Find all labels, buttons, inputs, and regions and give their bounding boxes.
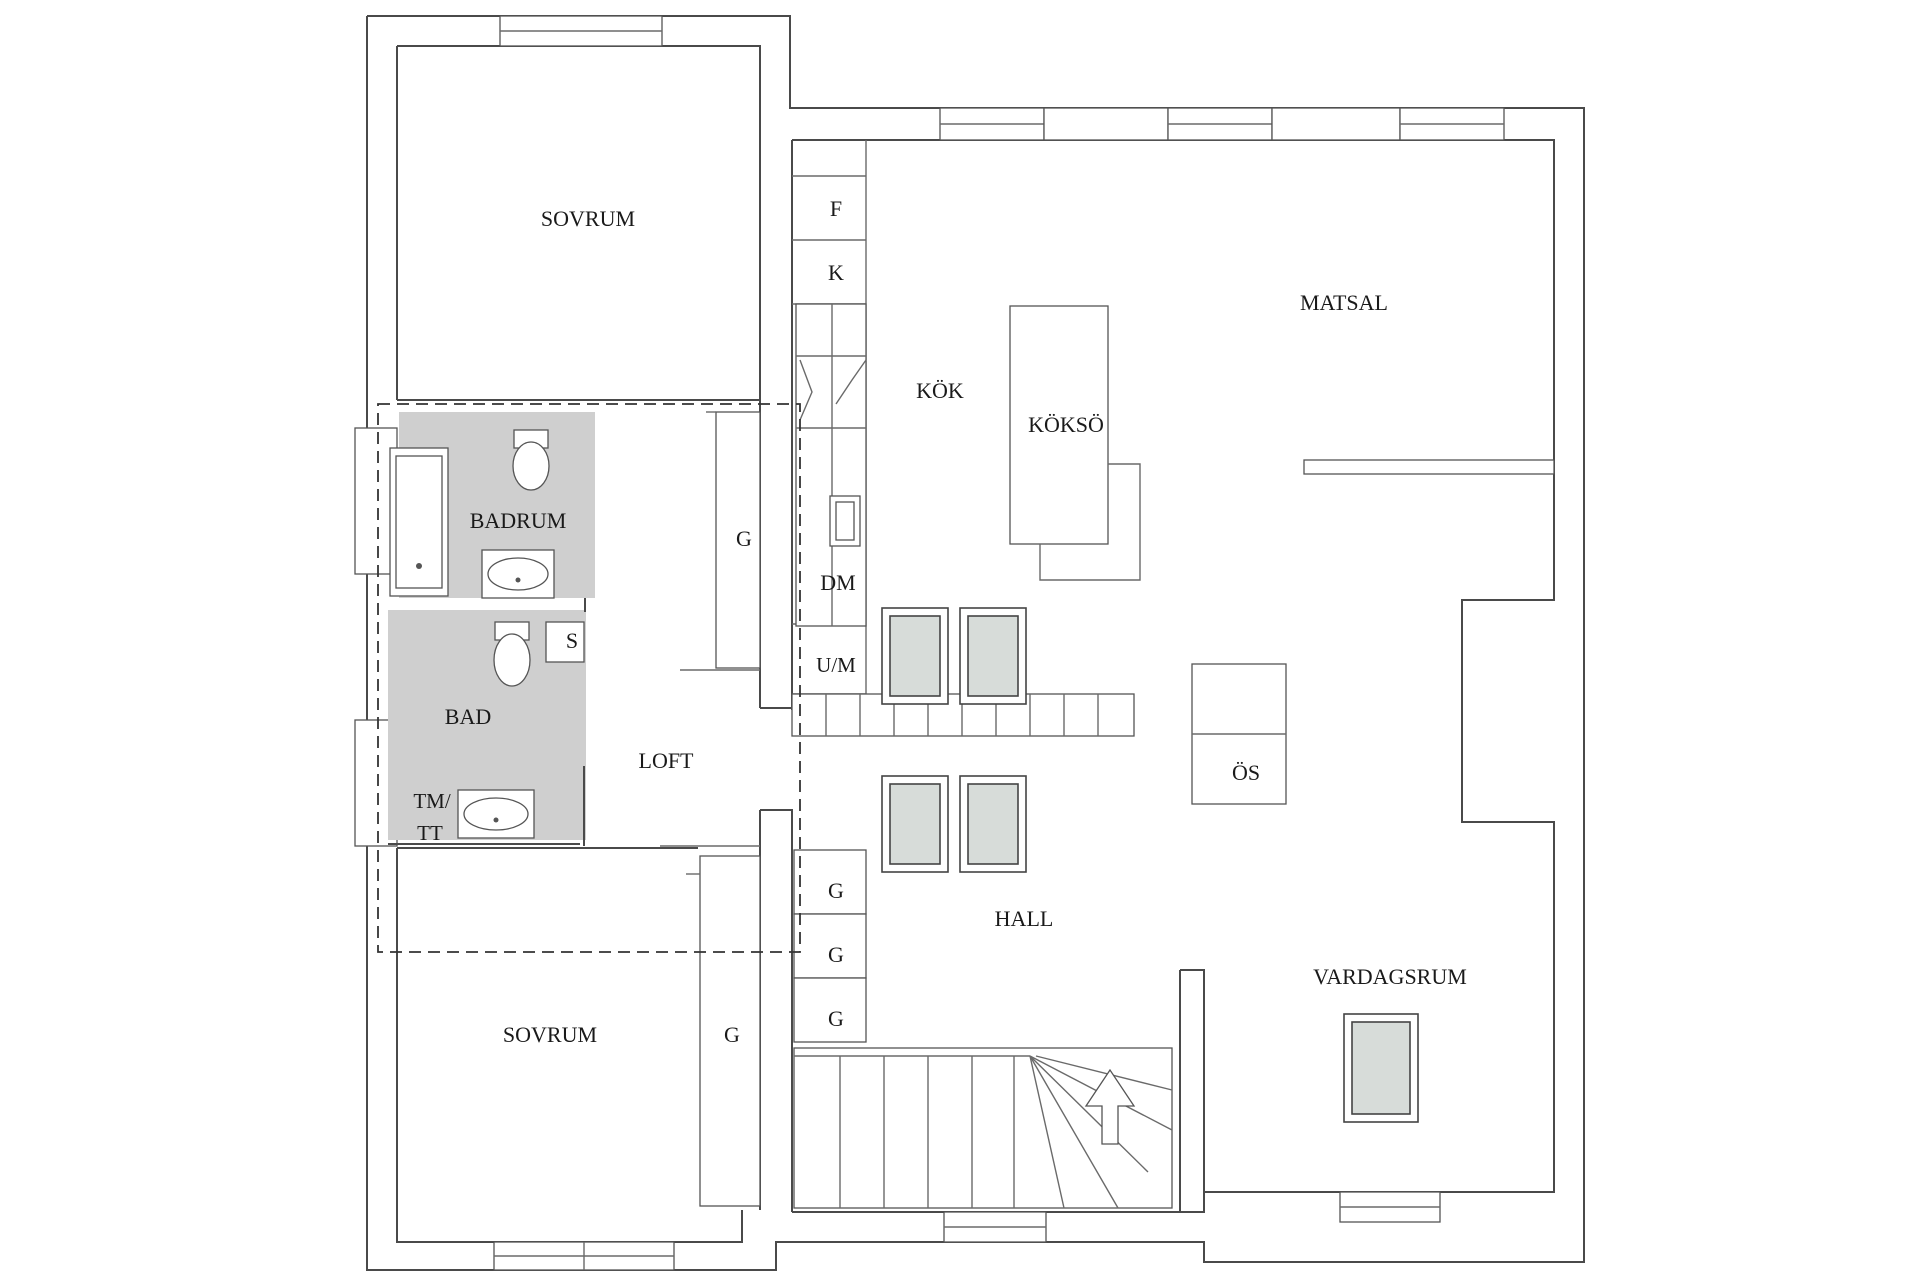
fixture-label-k: K	[828, 260, 844, 285]
room-label-tm-tt-1: TM/	[413, 789, 451, 813]
fixture-label-f: F	[830, 196, 842, 221]
windows	[354, 15, 1505, 1271]
loft-boundary	[377, 403, 801, 953]
room-label-s: S	[566, 628, 578, 653]
skylight-window-icon	[881, 607, 1419, 1123]
room-label-bad: BAD	[445, 704, 491, 729]
loft-wardrobe	[660, 411, 761, 1207]
room-label-vardagsrum: VARDAGSRUM	[1313, 964, 1467, 989]
room-label-badrum: BADRUM	[470, 508, 567, 533]
room-label-hall: HALL	[995, 906, 1054, 931]
fixture-label-g-hall-3: G	[828, 1006, 844, 1031]
fixture-label-g-hall-1: G	[828, 878, 844, 903]
interior-walls	[397, 140, 1555, 1212]
fixture-label-g-hall-2: G	[828, 942, 844, 967]
arrow-up-icon	[1084, 1068, 1136, 1145]
room-label-os: ÖS	[1232, 760, 1260, 785]
fixture-label-um: U/M	[816, 653, 856, 677]
fixture-label-g-loft: G	[736, 526, 752, 551]
room-label-loft: LOFT	[639, 748, 695, 773]
fixture-label-g-sovrum: G	[724, 1022, 740, 1047]
toilet-icon	[493, 429, 550, 687]
room-label-tm-tt-2: TT	[417, 821, 443, 845]
room-label-sovrum-bottom: SOVRUM	[503, 1022, 597, 1047]
room-label-kok: KÖK	[916, 378, 964, 403]
room-label-matsal: MATSAL	[1300, 290, 1388, 315]
room-label-kokso: KÖKSÖ	[1028, 412, 1104, 437]
fixture-label-dm: DM	[820, 570, 855, 595]
stairs-lower	[793, 1047, 1173, 1209]
room-label-sovrum-top: SOVRUM	[541, 206, 635, 231]
sink-icon	[457, 549, 555, 839]
